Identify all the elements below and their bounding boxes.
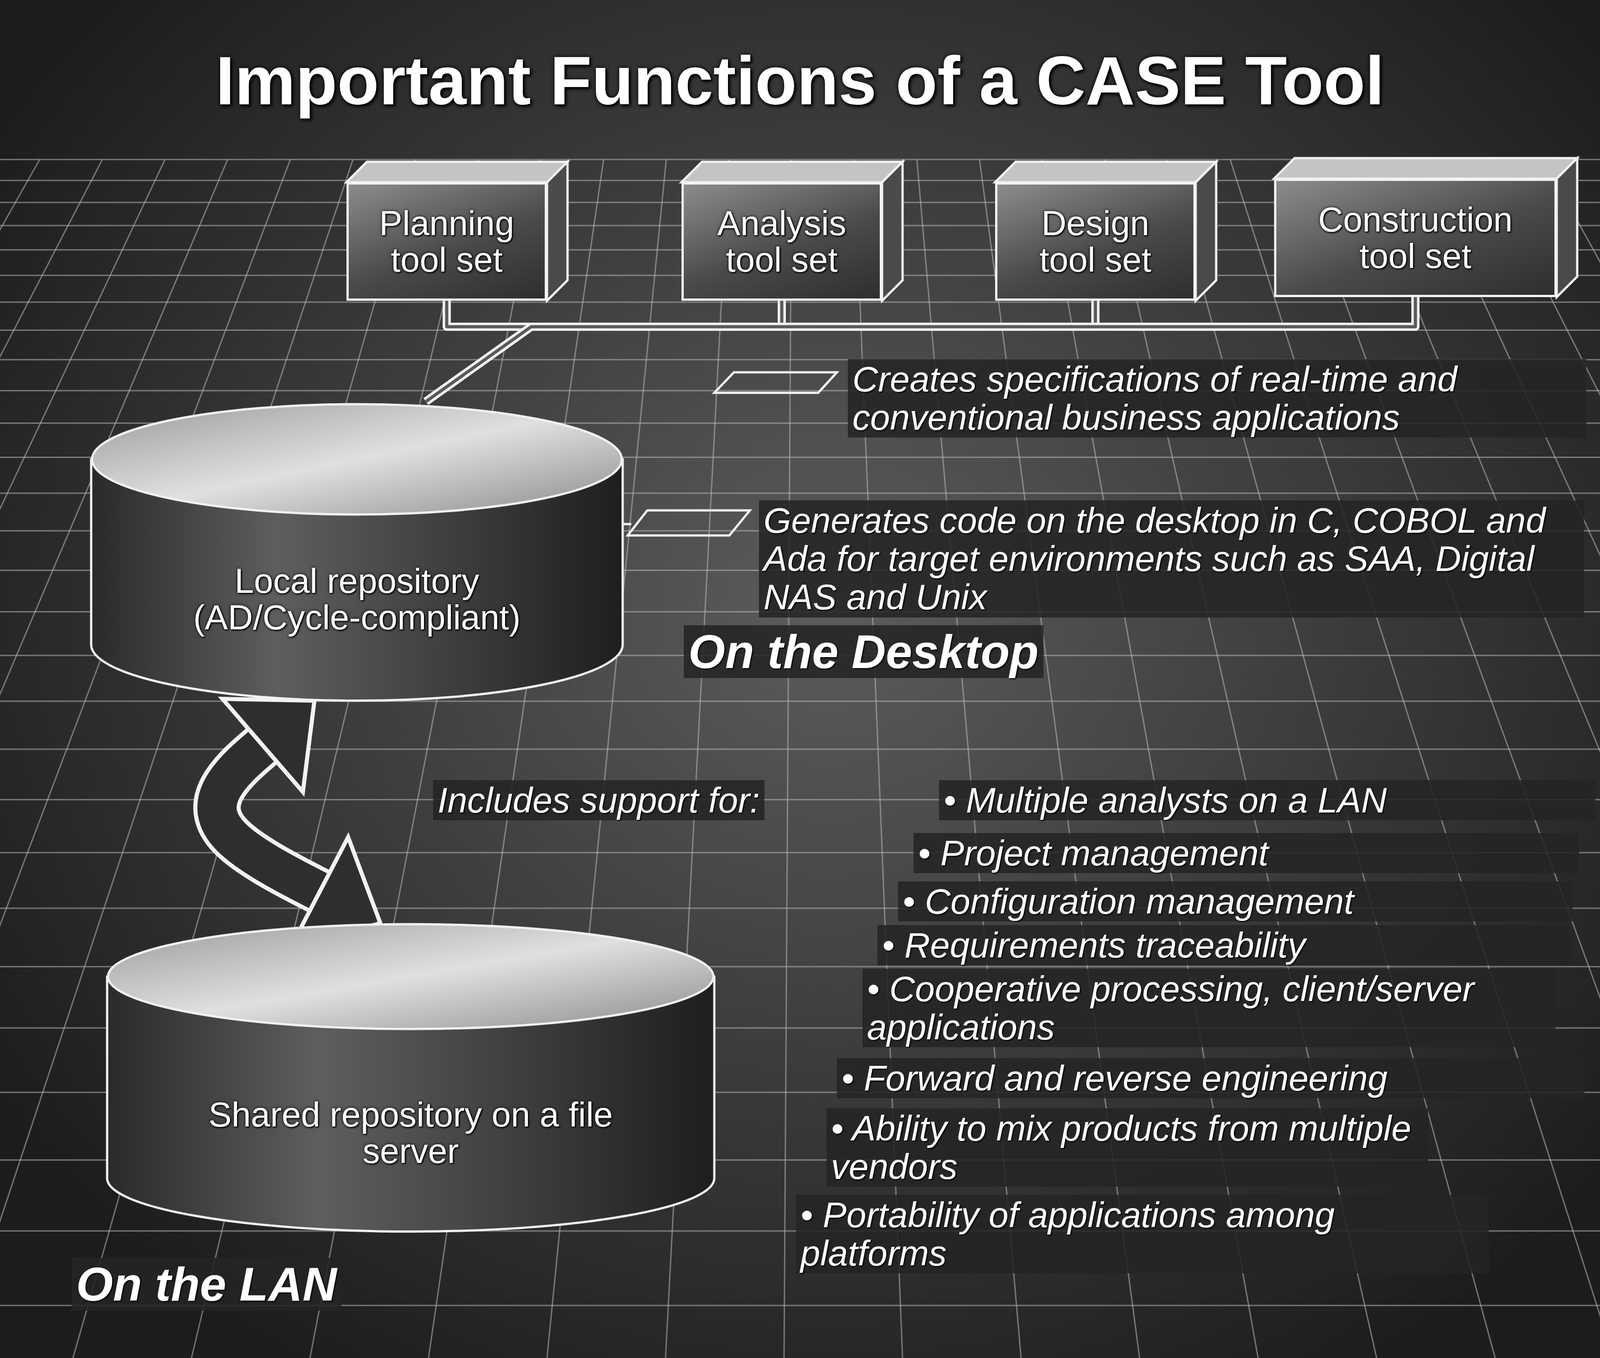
grid-line <box>0 301 1600 303</box>
feature-note: • Project management <box>913 833 1580 874</box>
box-side-face <box>547 161 568 301</box>
box-side-face <box>882 161 903 301</box>
tool-set-box: Analysis tool set <box>681 182 883 301</box>
feature-note: • Cooperative processing, client/server … <box>862 969 1556 1048</box>
repository-cylinder: Shared repository on a file server <box>107 923 715 1233</box>
box-top-face <box>995 161 1217 183</box>
node-text: Design tool set <box>1008 205 1182 279</box>
diagram-title: Important Functions of a CASE Tool <box>0 43 1600 119</box>
callout-marker <box>627 510 750 536</box>
node-text: Shared repository on a file server <box>205 1096 616 1170</box>
box-top-face <box>1274 158 1578 179</box>
grid-line <box>784 159 792 1358</box>
grid-line <box>0 159 103 1358</box>
tool-set-box: Planning tool set <box>346 182 548 301</box>
grid-line <box>0 159 40 1358</box>
section-heading: On the LAN <box>71 1258 342 1311</box>
feature-note: Includes support for: <box>433 780 765 821</box>
feature-note: • Ability to mix products from multiple … <box>826 1108 1429 1188</box>
box-side-face <box>1195 161 1217 301</box>
feature-note: • Configuration management <box>898 881 1573 922</box>
tool-set-box: Construction tool set <box>1274 178 1557 298</box>
box-top-face <box>681 161 903 183</box>
box-top-face <box>346 161 568 183</box>
grid-line <box>1418 159 1600 1358</box>
feature-note: • Portability of applications among plat… <box>795 1195 1489 1274</box>
bus-connector <box>426 300 782 402</box>
node-text: Planning tool set <box>360 205 534 279</box>
box-side-face <box>1556 158 1578 298</box>
grid-line <box>1481 159 1600 1358</box>
feature-note: Creates specifications of real-time and … <box>847 359 1587 438</box>
node-text: Local repository (AD/Cycle-compliant) <box>151 562 563 636</box>
repository-cylinder: Local repository (AD/Cycle-compliant) <box>91 403 623 702</box>
feature-note: • Multiple analysts on a LAN <box>939 780 1596 821</box>
callout-marker <box>714 372 837 393</box>
feature-note: • Forward and reverse engineering <box>836 1058 1585 1099</box>
node-text: Construction tool set <box>1296 201 1534 275</box>
bus-line-outline <box>426 300 782 402</box>
feature-note: Generates code on the desktop in C, COBO… <box>758 500 1585 618</box>
arrow-head <box>222 698 315 792</box>
feature-note: • Requirements traceability <box>877 925 1571 966</box>
section-heading: On the Desktop <box>683 625 1044 679</box>
cylinder-top <box>108 924 714 1030</box>
cylinder-shape <box>107 923 715 1233</box>
cylinder-shape <box>91 403 623 702</box>
bus-line <box>426 300 782 402</box>
tool-set-box: Design tool set <box>995 182 1196 301</box>
grid-line <box>1543 159 1600 1358</box>
node-text: Analysis tool set <box>695 205 869 279</box>
cylinder-top <box>92 404 622 515</box>
sync-arrow <box>216 698 381 947</box>
